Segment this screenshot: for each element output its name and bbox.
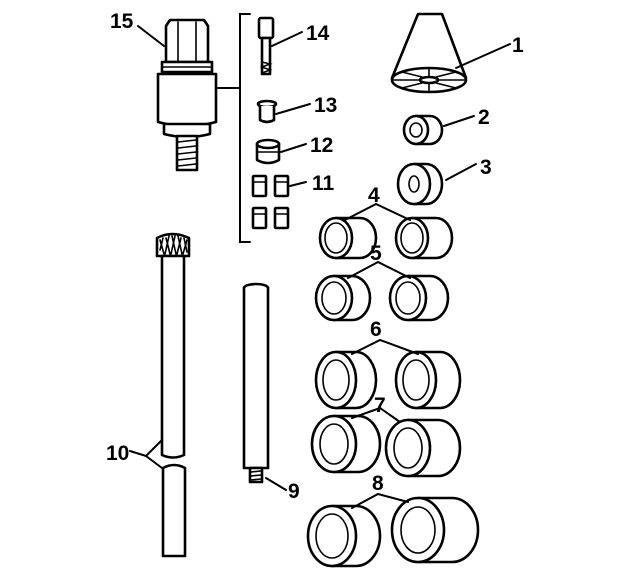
- callout-9: 9: [288, 480, 300, 503]
- part-15-tool-head: [156, 18, 218, 172]
- callout-15: 15: [110, 10, 134, 33]
- part-1-cone: [390, 12, 468, 94]
- part-2-ring: [402, 114, 444, 146]
- part-13-sleeve: [256, 99, 278, 124]
- callout-6: 6: [370, 318, 382, 341]
- part-7-adapters: [310, 406, 462, 478]
- part-5-adapters: [314, 260, 450, 322]
- part-10-rod: [129, 232, 191, 558]
- callout-4: 4: [368, 184, 380, 207]
- part-6-adapters: [314, 338, 462, 410]
- callout-2: 2: [478, 106, 490, 129]
- callout-14: 14: [306, 22, 330, 45]
- leader-lines: [137, 25, 511, 187]
- callout-12: 12: [310, 134, 333, 157]
- callout-1: 1: [512, 34, 524, 57]
- callout-11: 11: [312, 172, 335, 195]
- bracket-group-11-14: [217, 13, 251, 243]
- part-14-pin: [257, 16, 275, 76]
- callout-10: 10: [106, 442, 129, 465]
- part-9-rod: [242, 282, 287, 491]
- callout-3: 3: [480, 156, 492, 179]
- callout-7: 7: [374, 394, 386, 417]
- callout-5: 5: [370, 242, 382, 265]
- part-8-adapters: [306, 492, 480, 568]
- part-11-inserts: [251, 174, 290, 230]
- callout-labels: 1 2 3 4 5 6 7 8 9 10 11 12 13 14 15: [106, 10, 524, 503]
- callout-13: 13: [314, 94, 337, 117]
- part-12-bushing: [255, 138, 281, 165]
- part-3-ring: [396, 162, 444, 206]
- callout-8: 8: [372, 472, 384, 495]
- part-4-adapters: [318, 202, 454, 260]
